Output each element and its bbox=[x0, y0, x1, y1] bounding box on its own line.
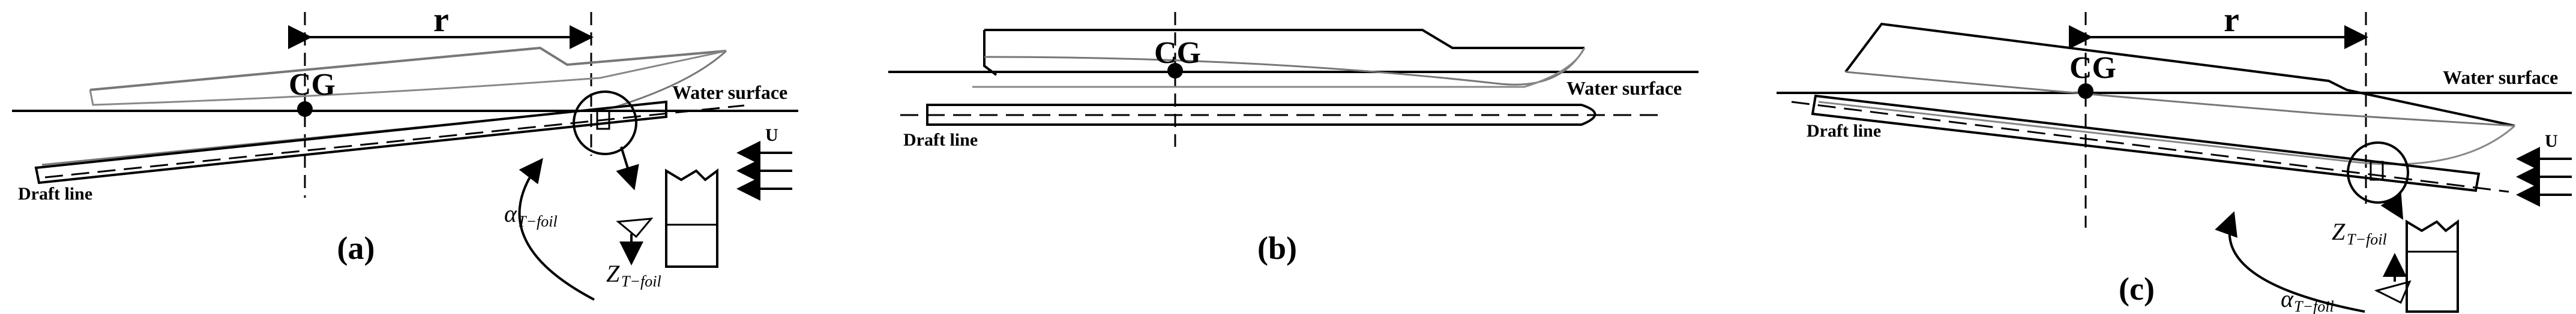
zoom-arrow bbox=[616, 146, 639, 191]
panel-a: r CG Water surface Draft line U α T−foil… bbox=[12, 0, 798, 301]
hull-keel-outline bbox=[1811, 94, 2481, 192]
foil-element bbox=[2374, 280, 2412, 304]
draft-line-label: Draft line bbox=[1807, 121, 1881, 141]
alpha-symbol: α bbox=[504, 200, 517, 227]
hull-bottom-line bbox=[972, 47, 1586, 88]
cg-point bbox=[2078, 83, 2093, 99]
panel-caption: (a) bbox=[337, 230, 375, 266]
hull-side-line bbox=[983, 30, 998, 76]
panel-c: r CG Water surface Draft line U Z T−foil… bbox=[1777, 0, 2572, 314]
flow-label: U bbox=[2545, 131, 2558, 151]
cg-point bbox=[297, 101, 313, 117]
z-subscript: T−foil bbox=[2347, 231, 2387, 248]
panel-caption: (b) bbox=[1257, 230, 1297, 266]
hull-chine-line bbox=[89, 50, 727, 106]
cg-point bbox=[1167, 63, 1183, 78]
alpha-symbol: α bbox=[2281, 285, 2294, 312]
hull-deck-line bbox=[984, 29, 1584, 49]
foil-zoom-circle bbox=[573, 90, 637, 155]
foil-element bbox=[616, 218, 654, 238]
cg-label: CG bbox=[2069, 51, 2116, 85]
foil-zoom-circle bbox=[2347, 141, 2409, 204]
r-label: r bbox=[433, 0, 449, 39]
alpha-subscript: T−foil bbox=[2294, 298, 2334, 314]
hull-chine-line bbox=[1845, 71, 2515, 127]
flow-label: U bbox=[765, 125, 778, 145]
draft-line-label: Draft line bbox=[903, 130, 978, 150]
hull-chine-line bbox=[984, 47, 1586, 86]
hull-keel-outline bbox=[34, 100, 667, 185]
z-symbol: Z bbox=[2332, 218, 2346, 245]
cg-label: CG bbox=[1154, 36, 1201, 70]
foil-detail-strut bbox=[665, 168, 718, 268]
draft-line bbox=[44, 104, 745, 179]
alpha-rotation-arrow bbox=[518, 158, 595, 301]
hull-deck-line bbox=[1844, 22, 2515, 127]
cg-label: CG bbox=[289, 68, 336, 102]
t-foil-strut bbox=[596, 110, 610, 130]
draft-line-label: Draft line bbox=[18, 184, 92, 204]
t-foil-strut bbox=[2370, 161, 2384, 181]
z-symbol: Z bbox=[606, 260, 620, 287]
hull-bottom-line bbox=[41, 50, 727, 166]
panel-caption: (c) bbox=[2119, 271, 2155, 307]
z-subscript: T−foil bbox=[621, 273, 661, 290]
water-surface-label: Water surface bbox=[672, 81, 787, 103]
water-surface-label: Water surface bbox=[1566, 77, 1682, 99]
draft-line bbox=[1791, 101, 2509, 193]
zoom-arrow bbox=[2380, 193, 2404, 220]
alpha-subscript: T−foil bbox=[517, 213, 558, 230]
foil-detail-strut bbox=[2406, 219, 2459, 313]
alpha-rotation-arrow bbox=[2215, 211, 2365, 313]
hull-deck-line bbox=[89, 46, 727, 91]
water-surface-label: Water surface bbox=[2443, 67, 2558, 88]
r-label: r bbox=[2224, 0, 2239, 39]
panel-b: CG Water surface Draft line (b) bbox=[888, 12, 1699, 266]
